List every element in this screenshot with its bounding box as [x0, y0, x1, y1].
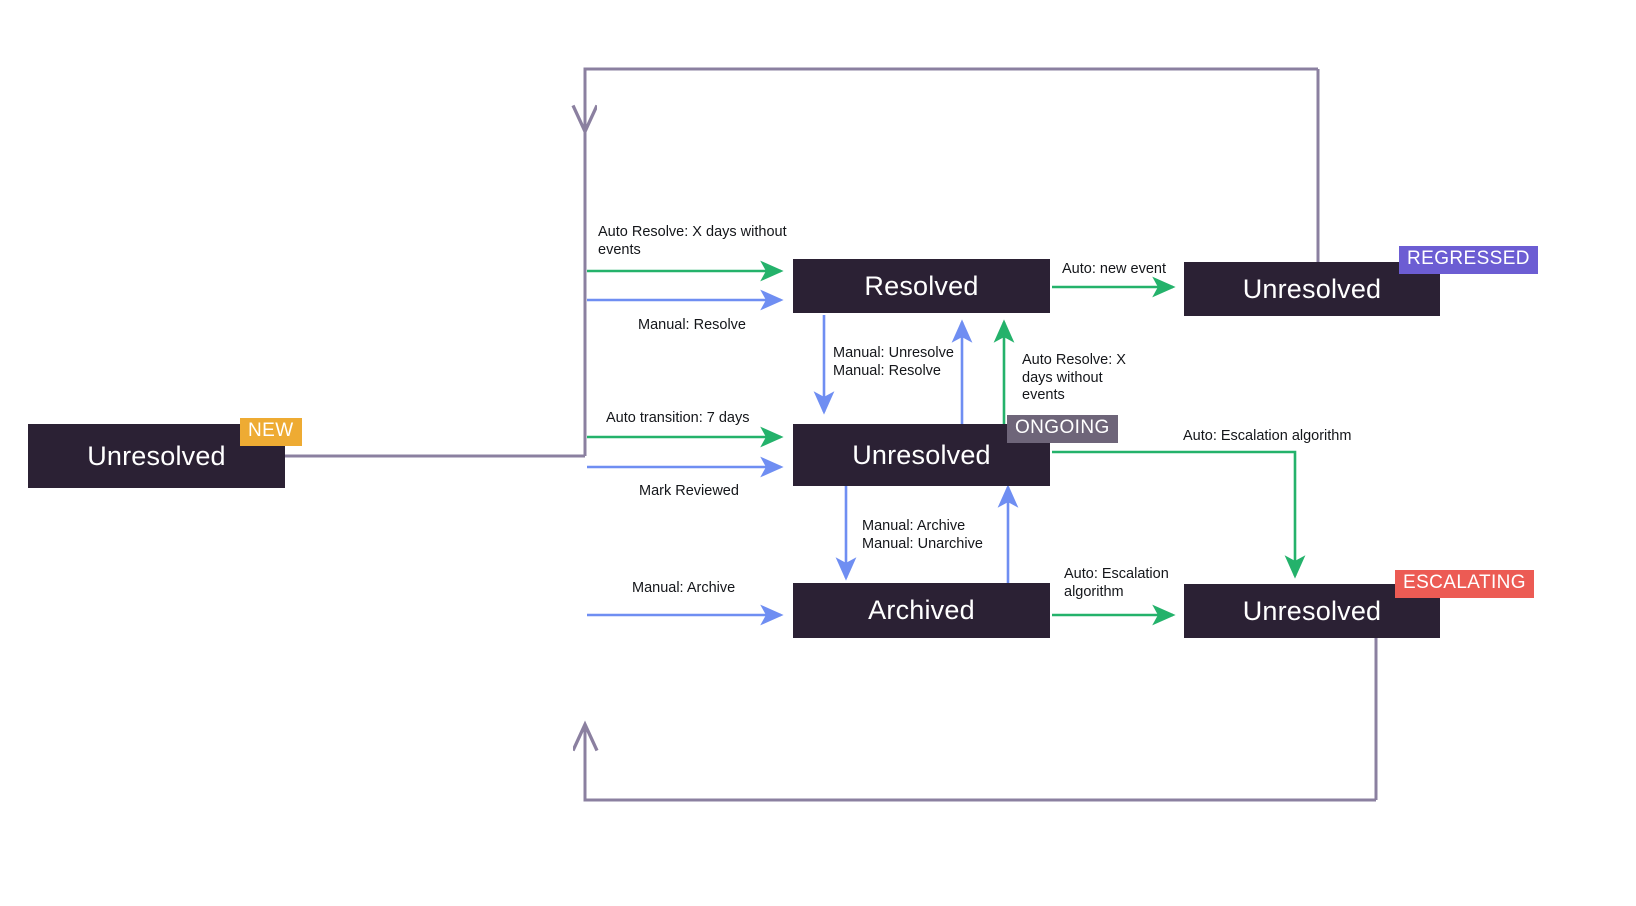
auto-edges: [587, 260, 1306, 626]
badge-label: ONGOING: [1015, 417, 1110, 438]
state-label: Unresolved: [852, 439, 991, 470]
manual-edges: [587, 289, 1019, 626]
state-label: Archived: [868, 595, 975, 625]
badge-label: REGRESSED: [1407, 248, 1530, 269]
edge-label-auto-transition-7days: Auto transition: 7 days: [606, 410, 750, 426]
status-badge-ongoing: ONGOING: [1007, 415, 1118, 443]
badge-label: NEW: [248, 420, 294, 441]
edge-escalating-loop-bottom: [585, 726, 1376, 802]
status-badge-escalating: ESCALATING: [1395, 570, 1534, 598]
edge-label-auto-new-event: Auto: new event: [1062, 261, 1166, 277]
state-label: Unresolved: [1242, 273, 1382, 304]
edge-label-manual-archive-unarchive: Manual: Archive Manual: Unarchive: [862, 518, 983, 552]
edge-regressed-loop-top: [585, 67, 1318, 130]
state-label: Unresolved: [87, 440, 226, 471]
loop-edges: [285, 67, 1378, 802]
edge-label-mark-reviewed: Mark Reviewed: [639, 483, 739, 499]
state-box-regressed[interactable]: Unresolved: [1184, 262, 1440, 316]
state-label: Resolved: [864, 270, 979, 301]
state-box-resolved[interactable]: Resolved: [793, 259, 1050, 313]
edge-label-auto-escalation-top: Auto: Escalation algorithm: [1183, 428, 1352, 444]
state-label: Unresolved: [1242, 595, 1382, 626]
state-box-archived[interactable]: Archived: [793, 583, 1050, 638]
edge-label-manual-resolve-1: Manual: Resolve: [638, 317, 746, 333]
edge-label-manual-archive: Manual: Archive: [632, 580, 736, 596]
edge-label-auto-resolve-days-1: Auto Resolve: X days without events: [598, 224, 787, 258]
edge-auto-escalation-ongoing: [1052, 450, 1306, 579]
badge-label: ESCALATING: [1403, 572, 1526, 593]
status-badge-regressed: REGRESSED: [1399, 246, 1538, 274]
edge-label-auto-resolve-days-2: Auto Resolve: X days without events: [1022, 352, 1126, 403]
edge-label-manual-unresolve-resolve: Manual: Unresolve Manual: Resolve: [833, 345, 954, 379]
edge-label-auto-escalation-bottom: Auto: Escalation algorithm: [1064, 566, 1169, 600]
status-badge-new: NEW: [240, 418, 302, 446]
